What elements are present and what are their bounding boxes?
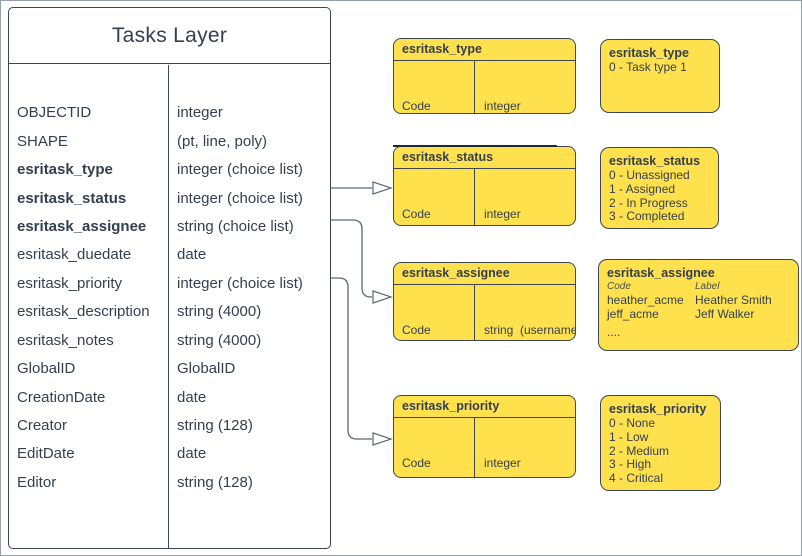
field-name: SHAPE — [17, 132, 68, 150]
field-name: CreationDate — [17, 388, 106, 406]
domain-value: 1 - Low — [609, 429, 649, 444]
cell: integer — [484, 456, 521, 470]
field-table-body: Code Description string (username) strin… — [394, 285, 575, 340]
field-name: Creator — [17, 417, 68, 435]
tasks-layer-node: Tasks Layer OBJECTID SHAPE esritask_type… — [8, 7, 331, 549]
field-table-right-col: integer string (255) — [476, 418, 575, 477]
field-name: esritask_description — [17, 303, 150, 321]
field-table-right-col: integer string (255) — [476, 169, 575, 225]
field-table-body: Code Description integer string (255) — [394, 169, 575, 225]
field-table-body: Code Description integer string (255) — [394, 61, 575, 113]
field-table-esritask-status: esritask_status Code Description integer… — [393, 146, 576, 226]
field-type: integer (choice list) — [177, 189, 303, 207]
domain-value: 2 - Medium — [609, 443, 670, 458]
domain-box-esritask-priority: esritask_priority 0 - None 1 - Low 2 - M… — [600, 395, 721, 491]
field-type: string (4000) — [177, 303, 262, 321]
domain-value: 0 - Task type 1 — [609, 60, 687, 74]
domain-box-title: esritask_assignee — [607, 266, 715, 280]
domain-value: 0 - Unassigned — [609, 168, 690, 182]
field-table-esritask-assignee: esritask_assignee Code Description strin… — [393, 262, 576, 341]
assignee-code: jeff_acme — [607, 307, 659, 321]
connector-priority-arrow-icon — [372, 432, 393, 446]
domain-value: 3 - High — [609, 457, 652, 472]
field-name: esritask_type — [17, 161, 113, 179]
field-type-column: integer (pt, line, poly) integer (choice… — [169, 65, 330, 549]
domain-value: 4 - Critical — [609, 471, 664, 486]
field-type: date — [177, 445, 207, 463]
field-name: esritask_duedate — [17, 246, 132, 264]
domain-box-title: esritask_priority — [609, 402, 707, 416]
field-table-title: esritask_type — [394, 39, 575, 61]
domain-box-esritask-type: esritask_type 0 - Task type 1 — [600, 39, 720, 113]
connector-assignee-line — [331, 219, 372, 298]
field-table-left-col: Code Description — [394, 169, 475, 225]
assignee-label: Heather Smith — [695, 293, 772, 307]
domain-value: 1 - Assigned — [609, 181, 676, 196]
cell: Code — [402, 456, 431, 470]
field-table-left-col: Code Description — [394, 61, 475, 113]
field-table-title: esritask_status — [394, 147, 575, 169]
connector-status-arrow-icon — [372, 181, 393, 195]
field-name: esritask_assignee — [17, 217, 147, 235]
tasks-layer-title: Tasks Layer — [9, 8, 330, 64]
domain-value: 0 - None — [609, 416, 656, 430]
assignee-table: Code Label heather_acme Heather Smith je… — [607, 281, 792, 321]
field-table-title: esritask_assignee — [394, 263, 575, 285]
field-table-body: Code Description integer string (255) — [394, 418, 575, 477]
field-table-right-col: integer string (255) — [476, 61, 575, 113]
field-type: date — [177, 388, 207, 406]
field-type: GlobalID — [177, 360, 236, 378]
field-type: integer — [177, 104, 223, 122]
field-name: Editor — [17, 473, 57, 491]
field-table-esritask-type: esritask_type Code Description integer s… — [393, 38, 576, 114]
field-type: string (choice list) — [177, 217, 294, 235]
field-table-esritask-priority: esritask_priority Code Description integ… — [393, 395, 576, 478]
tasks-layer-body: OBJECTID SHAPE esritask_type esritask_st… — [9, 64, 330, 549]
cell: Code — [402, 323, 431, 337]
field-type: string (4000) — [177, 331, 262, 349]
field-name: esritask_status — [17, 189, 127, 207]
field-table-right-col: string (username) string (255) — [476, 285, 575, 340]
domain-value: 3 - Completed — [609, 209, 685, 224]
assignee-ellipsis: .... — [607, 325, 621, 339]
assignee-col-header: Code — [607, 281, 631, 292]
field-type: integer (choice list) — [177, 274, 303, 292]
domain-box-esritask-assignee: esritask_assignee Code Label heather_acm… — [598, 259, 799, 351]
domain-box-esritask-status: esritask_status 0 - Unassigned 1 - Assig… — [600, 147, 719, 229]
field-name: esritask_priority — [17, 274, 123, 292]
cell: integer — [484, 99, 521, 113]
field-type: (pt, line, poly) — [177, 132, 268, 150]
domain-box-title: esritask_status — [609, 154, 701, 168]
assignee-col-header: Label — [695, 281, 720, 292]
connector-assignee-arrow-icon — [372, 290, 393, 304]
cell: integer — [484, 207, 521, 221]
cell: Code — [402, 99, 431, 113]
field-name: OBJECTID — [17, 104, 92, 122]
connector-priority-line — [331, 277, 372, 440]
field-name: GlobalID — [17, 360, 76, 378]
cell: string (username) — [484, 323, 576, 337]
cell: Code — [402, 207, 431, 221]
field-table-left-col: Code Description — [394, 418, 475, 477]
field-name-column: OBJECTID SHAPE esritask_type esritask_st… — [9, 64, 169, 548]
domain-box-title: esritask_type — [609, 46, 689, 60]
field-table-left-col: Code Description — [394, 285, 475, 340]
field-table-title: esritask_priority — [394, 396, 575, 418]
field-type: string (128) — [177, 473, 253, 491]
field-type: integer (choice list) — [177, 161, 303, 179]
domain-value: 2 - In Progress — [609, 195, 688, 210]
field-type: date — [177, 246, 207, 264]
assignee-label: Jeff Walker — [695, 307, 755, 321]
field-name: EditDate — [17, 445, 75, 463]
field-type: string (128) — [177, 417, 253, 435]
assignee-code: heather_acme — [607, 293, 684, 307]
field-name: esritask_notes — [17, 331, 114, 349]
